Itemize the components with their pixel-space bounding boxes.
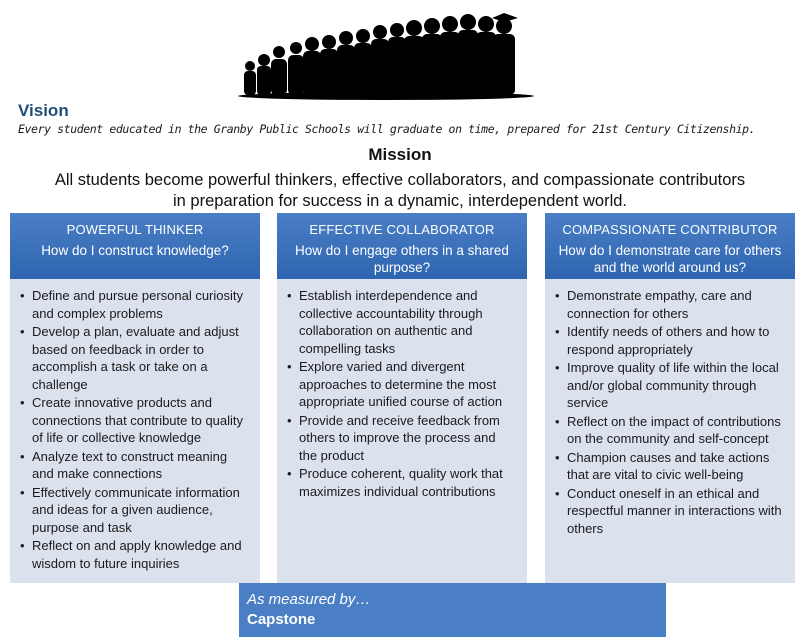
column-header: EFFECTIVE COLLABORATOR How do I engage o… <box>277 213 527 279</box>
mission-statement: All students become powerful thinkers, e… <box>20 170 780 212</box>
list-item: Produce coherent, quality work that maxi… <box>287 465 517 500</box>
vision-title: Vision <box>18 101 69 120</box>
list-item: Reflect on and apply knowledge and wisdo… <box>20 537 250 572</box>
list-item: Identify needs of others and how to resp… <box>555 323 785 358</box>
column-question: How do I construct knowledge? <box>41 243 229 258</box>
column-powerful-thinker: POWERFUL THINKER How do I construct know… <box>10 213 260 583</box>
list-item: Define and pursue personal curiosity and… <box>20 287 250 322</box>
people-silhouette-icon <box>238 13 534 100</box>
column-header: POWERFUL THINKER How do I construct know… <box>10 213 260 279</box>
column-title: COMPASSIONATE CONTRIBUTOR <box>562 222 778 237</box>
column-header: COMPASSIONATE CONTRIBUTOR How do I demon… <box>545 213 795 279</box>
list-item: Create innovative products and connectio… <box>20 394 250 447</box>
column-question: How do I engage others in a shared purpo… <box>295 243 509 275</box>
column-list: Establish interdependence and collective… <box>277 287 527 501</box>
column-question: How do I demonstrate care for others and… <box>558 243 782 275</box>
column-title: EFFECTIVE COLLABORATOR <box>309 222 495 237</box>
list-item: Conduct oneself in an ethical and respec… <box>555 485 785 538</box>
list-item: Demonstrate empathy, care and connection… <box>555 287 785 322</box>
list-item: Develop a plan, evaluate and adjust base… <box>20 323 250 393</box>
column-effective-collaborator: EFFECTIVE COLLABORATOR How do I engage o… <box>277 213 527 583</box>
list-item: Effectively communicate information and … <box>20 484 250 537</box>
list-item: Provide and receive feedback from others… <box>287 412 517 465</box>
column-title: POWERFUL THINKER <box>66 222 204 237</box>
list-item: Analyze text to construct meaning and ma… <box>20 448 250 483</box>
column-list: Demonstrate empathy, care and connection… <box>545 287 795 538</box>
measured-by-box: As measured by… Capstone <box>239 583 666 637</box>
mission-line-1: All students become powerful thinkers, e… <box>54 171 746 189</box>
measured-by-label: As measured by… <box>247 591 371 608</box>
list-item: Improve quality of life within the local… <box>555 359 785 412</box>
list-item: Establish interdependence and collective… <box>287 287 517 357</box>
mission-line-2: in preparation for success in a dynamic,… <box>173 192 627 210</box>
mission-title: Mission <box>368 145 432 164</box>
list-item: Champion causes and take actions that ar… <box>555 449 785 484</box>
column-list: Define and pursue personal curiosity and… <box>10 287 260 573</box>
column-compassionate-contributor: COMPASSIONATE CONTRIBUTOR How do I demon… <box>545 213 795 583</box>
measured-by-value: Capstone <box>247 611 316 628</box>
vision-statement: Every student educated in the Granby Pub… <box>18 122 756 136</box>
list-item: Reflect on the impact of contributions o… <box>555 413 785 448</box>
list-item: Explore varied and divergent approaches … <box>287 358 517 411</box>
